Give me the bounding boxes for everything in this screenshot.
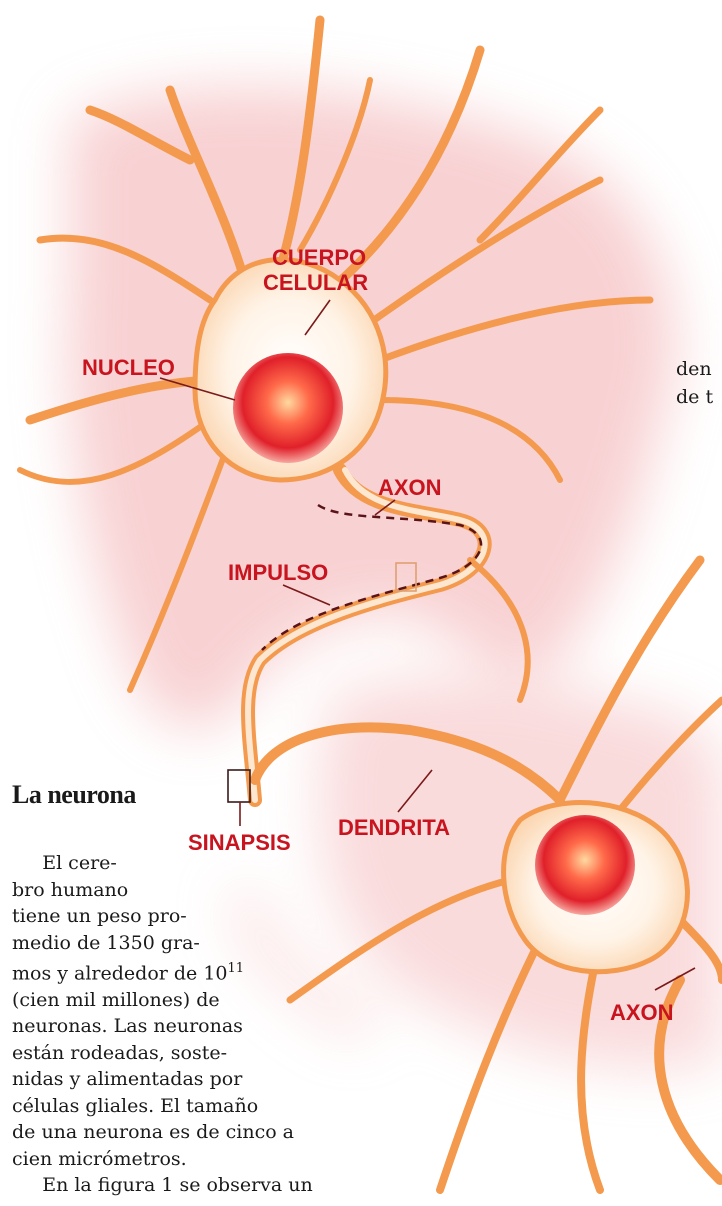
nucleus-upper — [233, 353, 343, 463]
body-line: En la figura 1 se observa un — [12, 1172, 357, 1199]
label-impulso: IMPULSO — [228, 560, 328, 585]
label-dendrita: DENDRITA — [338, 815, 450, 840]
side-line: de t — [676, 383, 722, 411]
body-line: de una neurona es de cinco a — [12, 1119, 357, 1146]
body-line: El cere- — [12, 850, 357, 877]
label-cuerpo-1: CUERPO — [272, 245, 366, 270]
nucleus-lower — [535, 815, 635, 915]
body-line: tiene un peso pro- — [12, 903, 357, 930]
label-nucleo: NUCLEO — [82, 355, 175, 380]
body-line: neuronas. Las neuronas — [12, 1013, 357, 1040]
body-line: cien micrómetros. — [12, 1146, 357, 1173]
body-line: medio de 1350 gra- — [12, 930, 357, 957]
side-line: den — [676, 355, 722, 383]
body-line-with-exponent: mos y alrededor de 1011 — [12, 956, 357, 987]
exponent: 11 — [228, 961, 245, 976]
label-cuerpo-2: CELULAR — [263, 270, 368, 295]
label-axon-bottom: AXON — [610, 1000, 674, 1025]
label-axon-top: AXON — [378, 475, 442, 500]
body-line: bro humano — [12, 877, 357, 904]
article-title: La neurona — [12, 780, 136, 810]
body-line: (cien mil millones) de — [12, 987, 357, 1014]
body-line: están rodeadas, soste- — [12, 1040, 357, 1067]
body-line: nidas y alimentadas por — [12, 1066, 357, 1093]
side-text: den de t — [676, 355, 722, 411]
article-body: El cere- bro humano tiene un peso pro- m… — [12, 850, 357, 1199]
body-line: células gliales. El tamaño — [12, 1093, 357, 1120]
